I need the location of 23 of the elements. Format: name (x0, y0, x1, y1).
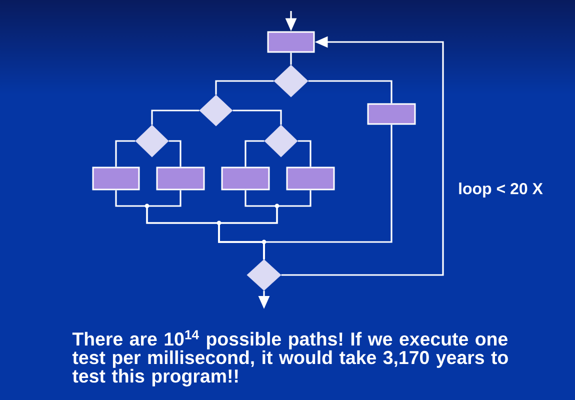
connector-line (244, 140, 264, 167)
connector-line (290, 52, 292, 65)
decision-diamond (246, 259, 282, 291)
connector-line (232, 110, 282, 125)
connector-line (308, 80, 392, 104)
process-box (156, 166, 205, 190)
decision-diamond (135, 124, 169, 158)
connector-line (115, 140, 136, 167)
process-box (92, 166, 140, 190)
connector-line (298, 140, 312, 167)
connector-line (263, 124, 392, 260)
caption: There are 10$^{14}$ possible paths! If we execute one test per millisecond, it would take 3,170 years to test this program!! (72, 330, 508, 386)
process-box (267, 31, 315, 53)
process-box (286, 166, 335, 190)
decision-diamond (264, 124, 298, 158)
connector-line (215, 80, 274, 95)
process-box (367, 103, 416, 125)
decision-diamond (274, 64, 308, 98)
connector-line (168, 140, 182, 167)
process-box (221, 166, 270, 190)
edge-label: loop < 20 X (459, 182, 543, 198)
connector-line (151, 110, 200, 125)
decision-diamond (199, 94, 233, 126)
